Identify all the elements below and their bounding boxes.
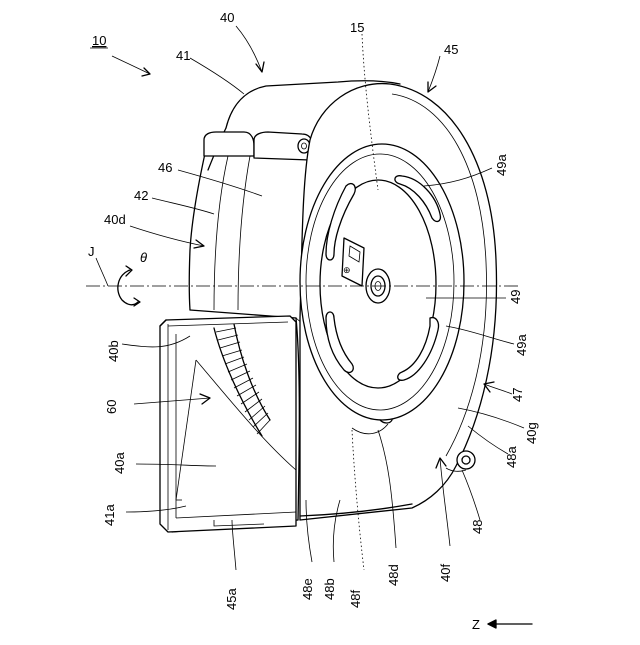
label-theta: θ [140, 250, 147, 265]
label-40g: 40g [524, 422, 539, 444]
label-15: 15 [350, 20, 364, 35]
label-60: 60 [104, 400, 119, 414]
label-48e: 48e [300, 578, 315, 600]
label-41a: 41a [102, 504, 117, 526]
label-49a-top: 49a [494, 154, 509, 176]
label-40f: 40f [438, 564, 453, 582]
label-48: 48 [470, 520, 485, 534]
label-48b: 48b [322, 578, 337, 600]
label-45a: 45a [224, 588, 239, 610]
label-45: 45 [444, 42, 458, 57]
label-42: 42 [134, 188, 148, 203]
label-10: 10 [92, 33, 106, 48]
label-49a-bottom: 49a [514, 334, 529, 356]
label-40a: 40a [112, 452, 127, 474]
inlet-plate: ⊕ [300, 144, 464, 423]
svg-text:⊕: ⊕ [343, 265, 351, 275]
label-40b: 40b [106, 340, 121, 362]
label-41: 41 [176, 48, 190, 63]
outlet-duct [160, 316, 296, 532]
label-48f: 48f [348, 590, 363, 608]
label-46: 46 [158, 160, 172, 175]
label-z: Z [472, 617, 480, 632]
label-j: J [88, 244, 95, 259]
label-40d: 40d [104, 212, 126, 227]
label-49: 49 [508, 290, 523, 304]
label-48a: 48a [504, 446, 519, 468]
label-40: 40 [220, 10, 234, 25]
label-48d: 48d [386, 564, 401, 586]
label-47: 47 [510, 388, 525, 402]
